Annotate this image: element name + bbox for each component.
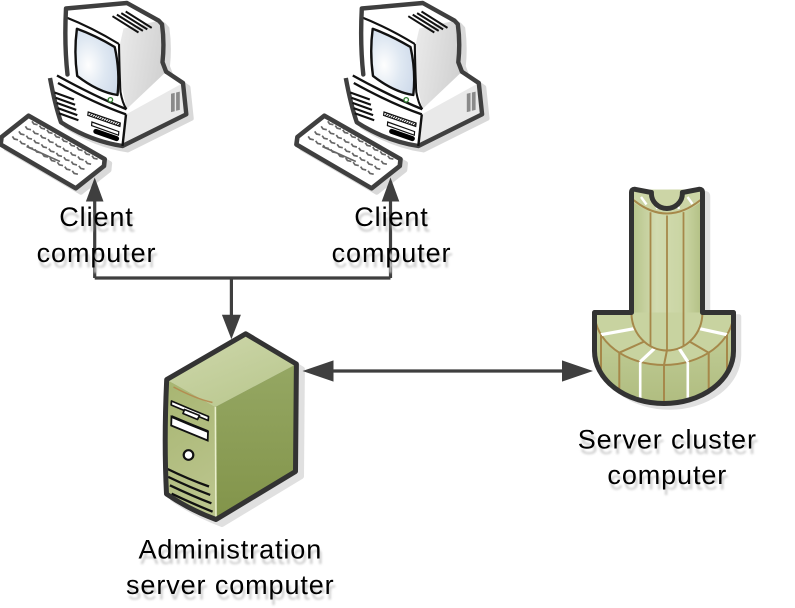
svg-text:computer: computer (332, 238, 452, 268)
svg-text:Server cluster: Server cluster (580, 430, 759, 460)
svg-text:server computer: server computer (128, 576, 337, 606)
svg-text:computer: computer (607, 460, 727, 490)
svg-text:computer: computer (37, 238, 157, 268)
svg-text:server computer: server computer (126, 570, 335, 600)
svg-text:Client: Client (356, 208, 430, 238)
svg-text:Server cluster: Server cluster (578, 425, 757, 455)
svg-text:Client: Client (61, 208, 135, 238)
svg-text:computer: computer (39, 244, 159, 274)
svg-text:computer: computer (609, 466, 729, 496)
svg-text:Administration: Administration (140, 540, 324, 570)
svg-text:computer: computer (334, 244, 454, 274)
svg-text:Client: Client (354, 202, 428, 232)
svg-text:Administration: Administration (138, 535, 322, 565)
svg-text:Client: Client (59, 202, 133, 232)
